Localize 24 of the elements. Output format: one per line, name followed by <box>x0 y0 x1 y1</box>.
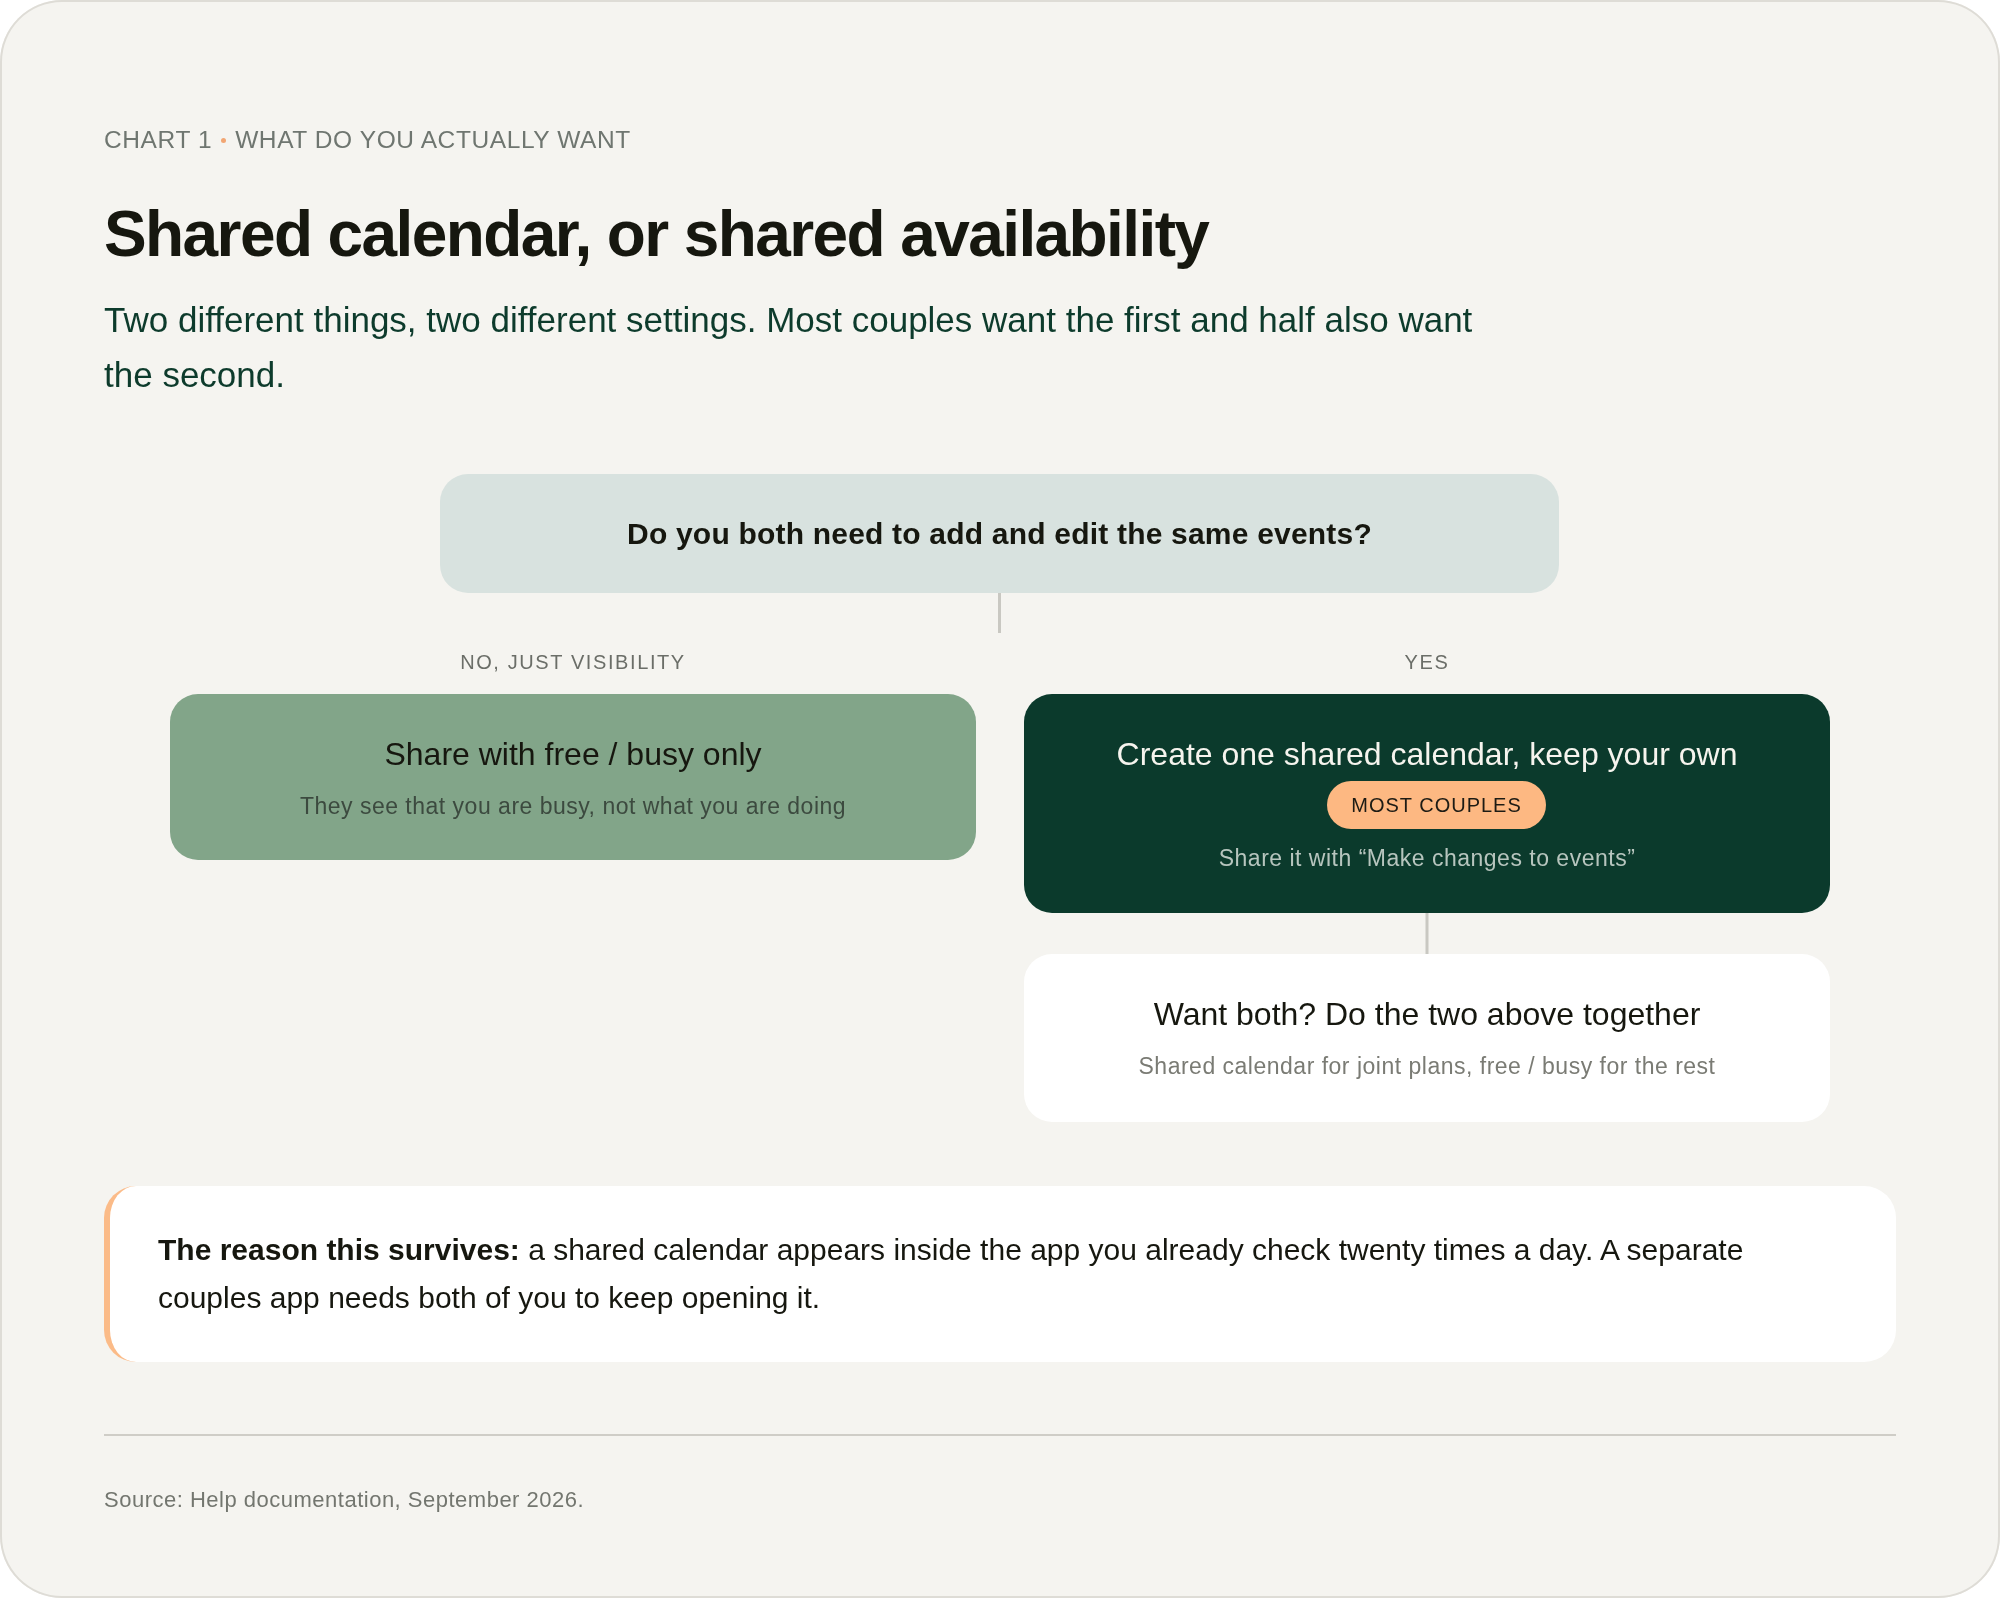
connector-line <box>998 593 1001 633</box>
option-box <box>1024 954 1830 1122</box>
option-title: Create one shared calendar, keep your own <box>1115 735 1739 773</box>
note-text: The reason this survives: a shared calendar appears inside the app you already check twenty times a day. A separate couples app needs both of you to keep opening it. <box>158 1232 1745 1316</box>
note-panel <box>104 1186 1896 1362</box>
branch-label: YES <box>1403 650 1451 674</box>
option-description: Share it with “Make changes to events” <box>1217 844 1637 872</box>
question-text: Do you both need to add and edit the same events? <box>627 515 1372 552</box>
chart-number-label: CHART 1 <box>104 126 213 154</box>
connector-line <box>1425 913 1429 954</box>
chart-title: Shared calendar, or shared availability <box>104 197 1209 272</box>
option-description: Shared calendar for joint plans, free / busy for the rest <box>1137 1052 1717 1080</box>
branch-label: NO, JUST VISIBILITY <box>459 650 687 674</box>
source-note: Source: Help documentation, September 2026. <box>104 1486 585 1514</box>
subtitle-text: Two different things, two different settings. Most couples want the first and half also want the second. <box>104 299 1474 396</box>
option-box <box>170 694 976 860</box>
option-title: Want both? Do the two above together <box>1152 995 1702 1033</box>
tag-label: MOST COUPLES <box>1351 793 1522 818</box>
question-box <box>440 474 1559 593</box>
option-description: They see that you are busy, not what you are doing <box>298 792 848 820</box>
tag-pill <box>1327 781 1546 829</box>
option-box <box>1024 694 1830 913</box>
chart-kicker-label: WHAT DO YOU ACTUALLY WANT <box>235 126 631 154</box>
option-title: Share with free / busy only <box>383 735 763 773</box>
